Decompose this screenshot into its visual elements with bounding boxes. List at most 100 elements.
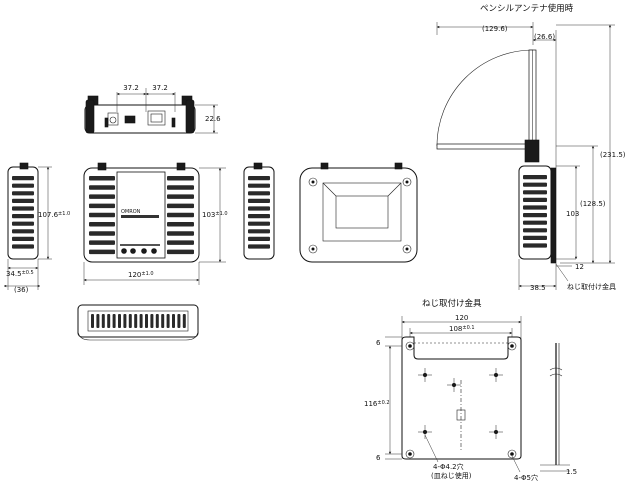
vent-slot xyxy=(523,205,547,210)
title-bracket: ねじ取付け金具 xyxy=(422,298,482,309)
heat-fin xyxy=(167,222,194,227)
vent-slot xyxy=(172,314,175,328)
heat-fin xyxy=(89,212,115,218)
dim-antenna-mid: (128.5) xyxy=(580,200,606,208)
heat-fin xyxy=(167,212,194,218)
vent-slot xyxy=(123,314,127,328)
dim-antenna-body: 103 xyxy=(566,210,579,218)
left-side-view: 107.6±1.0 34.5±0.5 (36) xyxy=(3,162,70,294)
dim-bracket-margin-top: 6 xyxy=(376,339,381,347)
vent-slot xyxy=(248,206,270,211)
vent-slot xyxy=(155,314,159,328)
vent-slot xyxy=(248,229,270,234)
vent-slot xyxy=(12,244,34,249)
vent-slot xyxy=(12,236,34,241)
dim-top-height: 22.6 xyxy=(205,115,221,123)
vent-slot xyxy=(12,176,34,181)
vent-slot xyxy=(248,221,270,226)
vent-slot xyxy=(248,176,270,181)
heat-fin xyxy=(89,176,115,181)
vent-slot xyxy=(523,190,547,195)
vent-slot xyxy=(12,229,34,234)
vent-slot xyxy=(523,213,547,218)
vent-slot xyxy=(139,314,143,328)
heat-fin xyxy=(167,194,194,199)
dim-bracket-thickness: 1.5 xyxy=(566,468,577,476)
heat-fin xyxy=(89,222,115,227)
title-pencil-antenna: ペンシルアンテナ使用時 xyxy=(480,3,574,14)
vent-slot xyxy=(523,228,547,233)
heat-fin xyxy=(89,203,115,209)
dim-front-height: 103±1.0 xyxy=(202,211,228,219)
heat-fin xyxy=(89,249,115,255)
bracket-view: ねじ取付け金具 120 108±0.1 116±0.2 6 6 4-Φ4 xyxy=(364,298,577,482)
vent-slot xyxy=(12,183,34,188)
device-nameplate xyxy=(121,215,159,218)
vent-slot xyxy=(523,182,547,187)
vent-slot xyxy=(96,314,100,328)
vent-slot xyxy=(248,183,270,188)
vent-slot xyxy=(161,314,165,328)
vent-slot xyxy=(523,220,547,225)
note-holes-b: 4-Φ5穴 xyxy=(514,473,538,482)
vent-slot xyxy=(182,314,186,328)
vent-slot xyxy=(107,314,111,328)
vent-slot xyxy=(248,214,270,219)
right-side-view xyxy=(243,162,275,260)
dim-antenna-offset: (26.6) xyxy=(534,33,555,41)
vent-slot xyxy=(12,198,34,203)
vent-slot xyxy=(128,314,132,328)
heat-fin xyxy=(89,194,115,199)
heat-fin xyxy=(167,231,194,236)
vent-slot xyxy=(166,314,170,328)
vent-slot xyxy=(134,314,138,328)
heat-fin xyxy=(167,240,194,245)
heat-fin xyxy=(167,203,194,209)
dim-top-right: 37.2 xyxy=(152,84,168,92)
top-view: 37.2 37.2 22.6 xyxy=(84,84,221,134)
vent-slot xyxy=(523,175,547,180)
dim-antenna-width: (129.6) xyxy=(482,25,508,33)
vent-slot xyxy=(150,314,154,328)
dim-bracket-pitch: 108±0.1 xyxy=(449,325,475,333)
note-bracket-side: ねじ取付け金具 xyxy=(567,282,616,291)
dim-side-height: 107.6±1.0 xyxy=(38,211,70,219)
dim-side-depth-paren: (36) xyxy=(14,286,29,294)
vent-slot xyxy=(112,314,116,328)
dim-bracket-height: 116±0.2 xyxy=(364,400,390,408)
vent-slot xyxy=(248,244,270,249)
vent-slot xyxy=(523,197,547,202)
heat-fin xyxy=(89,185,115,190)
pencil-antenna-view: ペンシルアンテナ使用時 (129.6) (26.6) (231.5) (128.… xyxy=(436,3,625,292)
dim-antenna-total: (231.5) xyxy=(600,151,625,159)
note-holes-a: 4-Φ4.2穴 xyxy=(433,462,464,471)
front-view: OMRON 120±1.0 103±1.0 xyxy=(83,162,228,285)
dim-antenna-bracket: 12 xyxy=(575,263,584,271)
vent-slot xyxy=(12,191,34,196)
vent-slot xyxy=(523,235,547,240)
vent-slot xyxy=(12,221,34,226)
vent-slot xyxy=(101,314,105,328)
dim-side-depth: 34.5±0.5 xyxy=(6,270,34,278)
note-holes-a-sub: (皿ねじ使用) xyxy=(431,471,472,480)
heat-fin xyxy=(167,176,194,181)
vent-slot xyxy=(248,198,270,203)
dim-top-left: 37.2 xyxy=(123,84,139,92)
back-view xyxy=(299,162,418,263)
bottom-view xyxy=(77,304,199,341)
device-logo: OMRON xyxy=(121,209,141,215)
vent-slot xyxy=(12,214,34,219)
dim-bracket-margin-bottom: 6 xyxy=(376,454,381,462)
vent-slot xyxy=(91,314,94,328)
vent-slot xyxy=(118,314,121,328)
dim-antenna-depth: 38.5 xyxy=(530,284,546,292)
vent-slot xyxy=(248,236,270,241)
heat-fin xyxy=(89,231,115,236)
vent-slot xyxy=(177,314,181,328)
vent-slot xyxy=(248,191,270,196)
dim-front-width: 120±1.0 xyxy=(128,271,154,279)
vent-slot xyxy=(523,243,547,248)
heat-fin xyxy=(167,185,194,190)
heat-fin xyxy=(89,240,115,245)
